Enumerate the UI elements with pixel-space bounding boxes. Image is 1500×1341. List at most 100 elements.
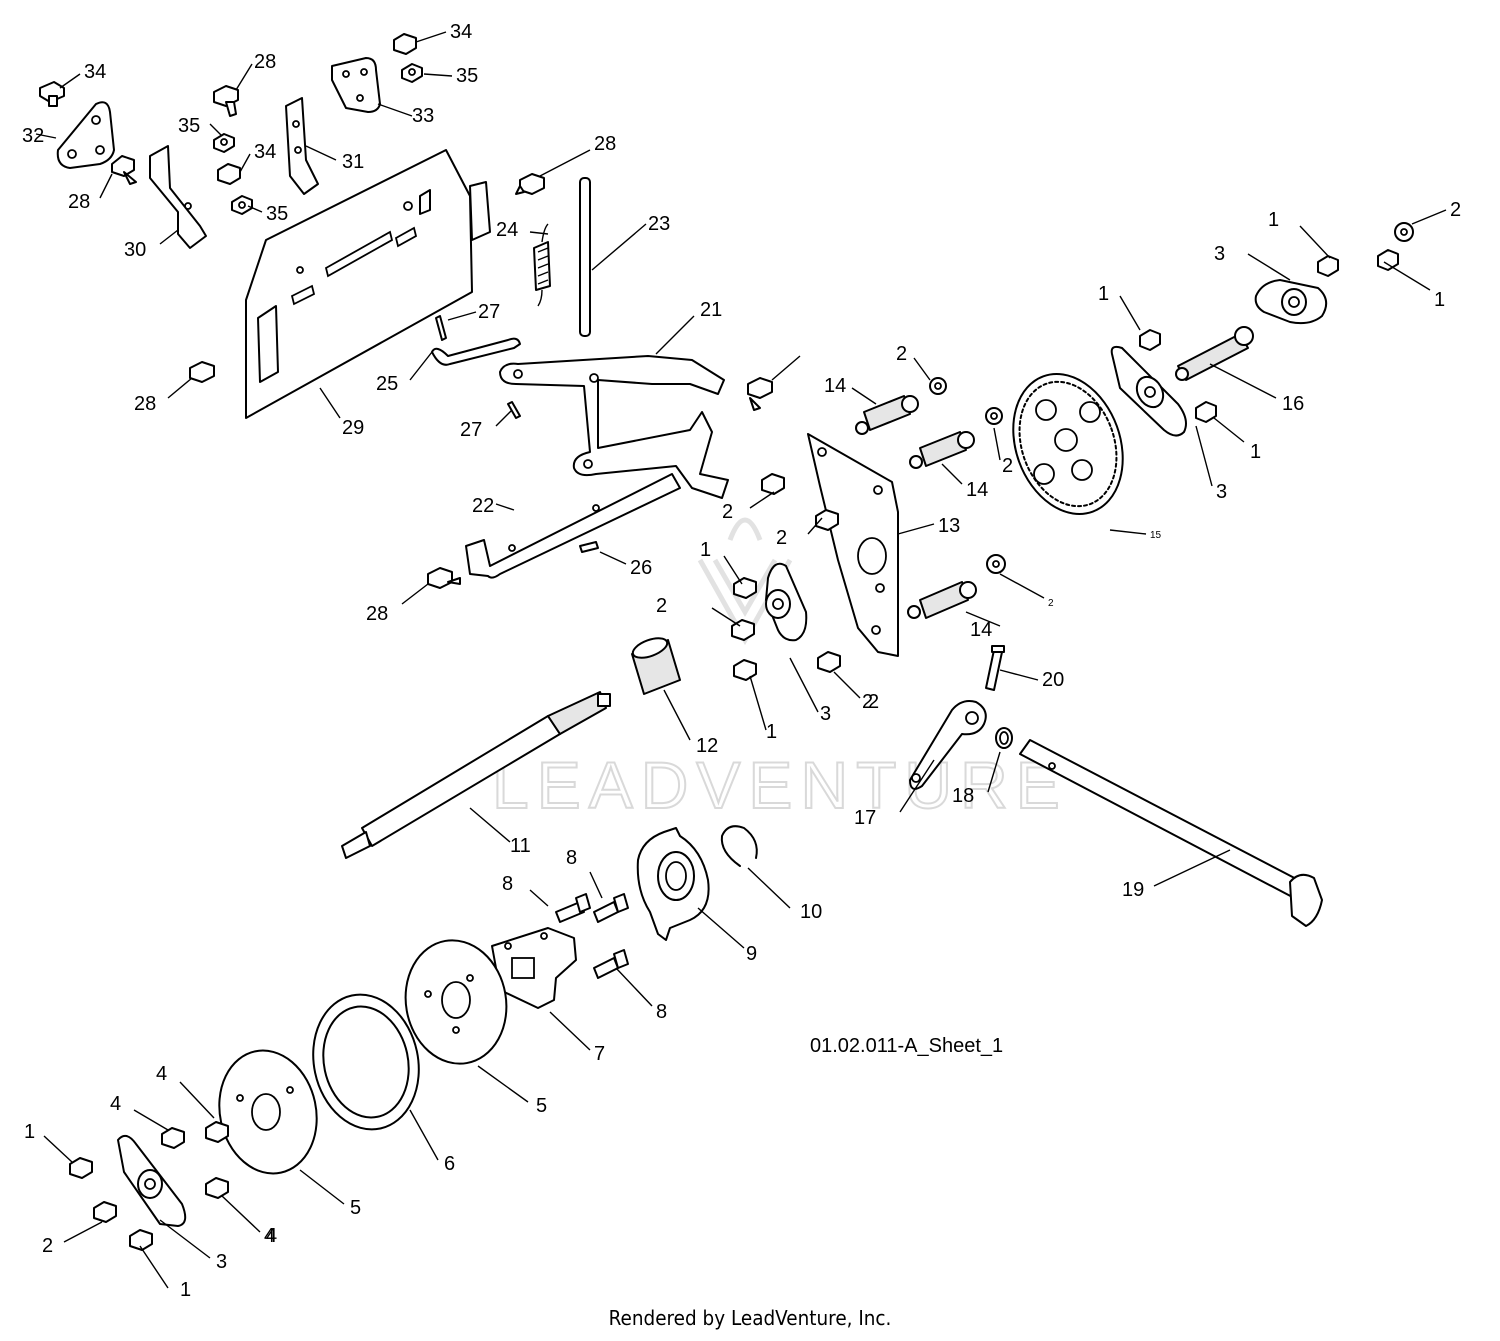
part-34-bolt-b[interactable] — [217, 163, 241, 185]
callout: 4 — [264, 1225, 275, 1247]
callout: 4 — [266, 1225, 277, 1247]
callout: 28 — [254, 51, 276, 73]
callout: 1 — [1434, 289, 1445, 311]
part-28-bolt-d[interactable] — [189, 361, 215, 383]
part-34-bolt-c[interactable] — [393, 33, 417, 55]
part-28-bolt-b[interactable] — [213, 85, 239, 117]
part-35-nut-c[interactable] — [401, 63, 423, 83]
part-16-shaft[interactable] — [1175, 326, 1254, 381]
callout: 19 — [1122, 879, 1144, 901]
callout: 28 — [366, 603, 388, 625]
part-3-bearing-flange-b[interactable] — [1254, 279, 1328, 325]
part-29-mounting-plate[interactable] — [245, 149, 491, 419]
part-1-bolt-g[interactable] — [69, 1157, 93, 1179]
part-14-spacer-a[interactable] — [855, 395, 919, 435]
callout: 28 — [594, 133, 616, 155]
part-5-disc-a[interactable] — [396, 932, 516, 1071]
part-8-bolt-a[interactable] — [555, 893, 591, 923]
callout: 3 — [1216, 481, 1227, 503]
part-1-bolt-h[interactable] — [129, 1229, 153, 1251]
part-2-washer-a[interactable] — [929, 377, 947, 395]
part-28-bolt-c[interactable] — [427, 567, 461, 589]
part-27-pin-b[interactable] — [507, 401, 521, 419]
part-23-shaft[interactable] — [579, 177, 591, 337]
callout: 16 — [1282, 393, 1304, 415]
part-1-bolt-b[interactable] — [1195, 401, 1217, 423]
part-4-nut-b[interactable] — [205, 1121, 229, 1143]
part-10-snap-ring[interactable] — [720, 825, 758, 867]
part-2-washer-f[interactable] — [986, 554, 1006, 574]
watermark-text: LEADVENTURE — [492, 748, 1068, 822]
callout: 18 — [952, 785, 974, 807]
part-1-bolt-a[interactable] — [1139, 329, 1161, 351]
part-4-nut-c[interactable] — [205, 1177, 229, 1199]
part-1-bolt-d[interactable] — [1377, 249, 1399, 271]
callout: 3 — [216, 1251, 227, 1273]
part-24-spring[interactable] — [533, 223, 551, 307]
part-35-nut-a[interactable] — [213, 133, 235, 153]
part-27-pin-a[interactable] — [435, 315, 447, 341]
callout: 4 — [156, 1063, 167, 1085]
part-8-bolt-b[interactable] — [593, 893, 629, 923]
part-22-link-bar[interactable] — [465, 473, 681, 579]
part-30-bracket[interactable] — [149, 145, 207, 249]
part-1-bolt-c[interactable] — [1317, 255, 1339, 277]
part-19-shaft[interactable] — [1019, 739, 1323, 927]
part-2-washer-c[interactable] — [1394, 222, 1414, 242]
part-13-side-plate[interactable] — [807, 433, 899, 657]
part-11-drive-shaft[interactable] — [341, 691, 611, 859]
part-7-drive-hub[interactable] — [491, 927, 577, 1009]
part-21-lever-bracket[interactable] — [499, 355, 729, 499]
part-3-bearing-flange-a[interactable] — [1110, 345, 1187, 437]
callout: 2 — [868, 691, 879, 713]
leader-lines — [35, 31, 1447, 1289]
callout: 1 — [1098, 283, 1109, 305]
part-9-bearing-housing[interactable] — [636, 827, 710, 941]
part-28-bolt-f[interactable] — [747, 377, 773, 411]
callout: 35 — [266, 203, 288, 225]
part-2-washer-b[interactable] — [985, 407, 1003, 425]
part-8-bolt-c[interactable] — [593, 949, 629, 979]
part-2-nut-e[interactable] — [815, 509, 839, 531]
callout: 23 — [648, 213, 670, 235]
callout: 28 — [134, 393, 156, 415]
part-5-disc-b[interactable] — [208, 1041, 328, 1182]
part-6-friction-ring[interactable] — [301, 985, 431, 1140]
part-35-nut-b[interactable] — [231, 195, 253, 215]
part-26-pin[interactable] — [579, 541, 599, 553]
part-33-plate[interactable] — [331, 57, 381, 113]
callout: 2 — [896, 343, 907, 365]
part-2-nut-d[interactable] — [761, 473, 785, 495]
callout: 20 — [1042, 669, 1064, 691]
part-14-spacer-b[interactable] — [909, 431, 975, 469]
part-2-nut-h[interactable] — [817, 651, 841, 673]
callout: 8 — [502, 873, 513, 895]
callout: 34 — [84, 61, 106, 83]
part-28-bolt-a[interactable] — [111, 155, 137, 185]
footer-credit: Rendered by LeadVenture, Inc. — [608, 1306, 892, 1330]
part-14-spacer-c[interactable] — [907, 581, 977, 619]
part-28-bolt-e[interactable] — [515, 173, 545, 195]
part-1-bolt-f[interactable] — [733, 659, 757, 681]
callout: 3 — [820, 703, 831, 725]
callout: 14 — [824, 375, 846, 397]
callout: 17 — [854, 807, 876, 829]
part-3-bearing-flange-d[interactable] — [117, 1134, 187, 1227]
part-12-pinion-gear[interactable] — [630, 634, 681, 695]
part-4-nut-a[interactable] — [161, 1127, 185, 1149]
part-3-bearing-flange-c[interactable] — [765, 562, 808, 642]
part-2-nut-i[interactable] — [93, 1201, 117, 1223]
callout: 9 — [746, 943, 757, 965]
callout: 10 — [800, 901, 822, 923]
part-31-bracket[interactable] — [285, 97, 319, 195]
part-25-rod[interactable] — [431, 337, 521, 366]
callout: 26 — [630, 557, 652, 579]
part-1-bolt-e[interactable] — [733, 577, 757, 599]
callout: 2 — [656, 595, 667, 617]
part-34-bolt-a[interactable] — [39, 81, 65, 107]
part-20-pin[interactable] — [985, 645, 1005, 691]
part-32-plate[interactable] — [56, 101, 115, 169]
callout: 1 — [24, 1121, 35, 1143]
part-18-ring[interactable] — [995, 727, 1013, 749]
part-15-gear[interactable] — [995, 359, 1142, 530]
